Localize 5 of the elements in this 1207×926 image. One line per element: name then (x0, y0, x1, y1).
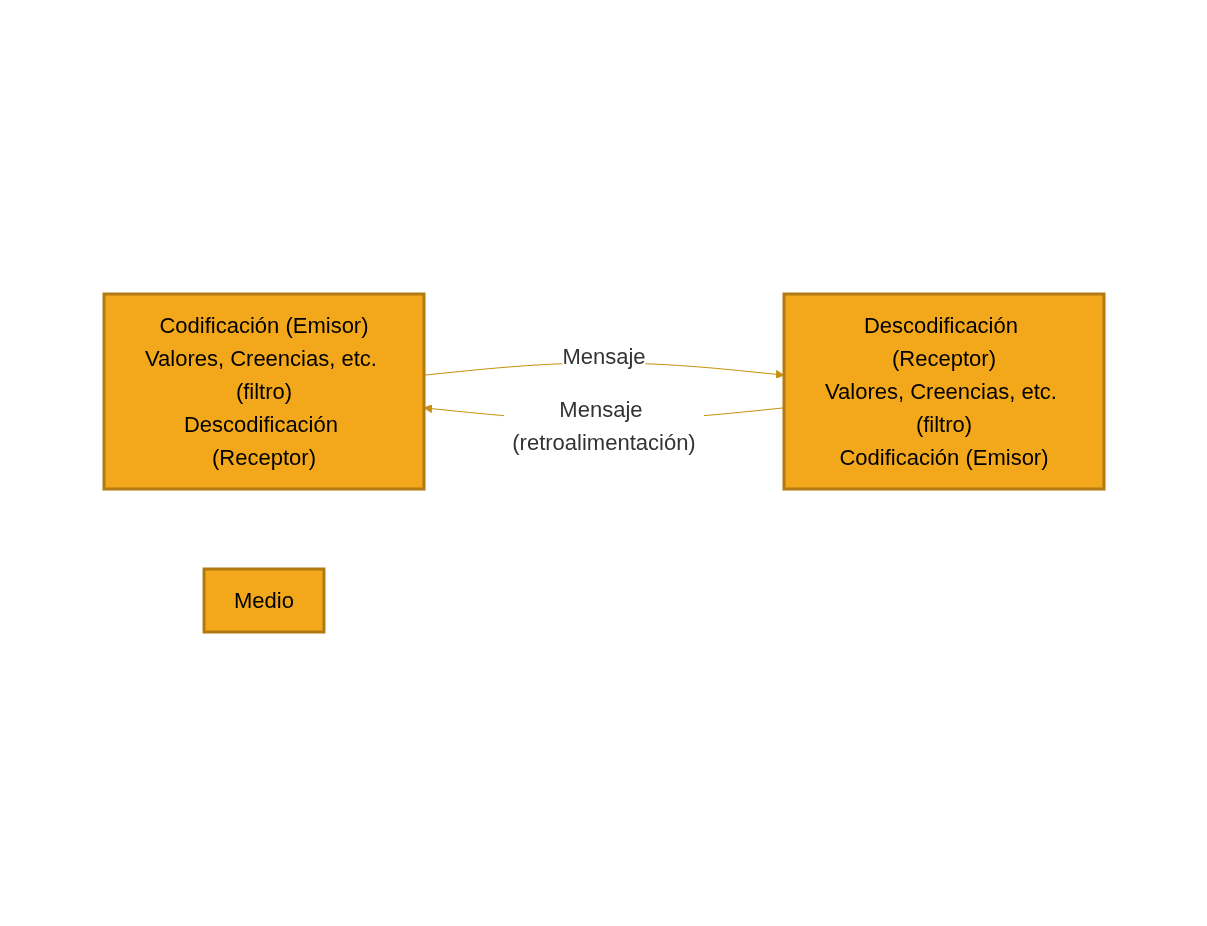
node-box: Codificación (Emisor) Valores, Creencias, etc. (filtro) Descodificación (Receptor) (102, 292, 425, 491)
node-box: Descodificación (Receptor) Valores, Creencias, etc. (filtro) Codificación (Emisor) (782, 292, 1105, 491)
edge-label: Mensaje (561, 344, 646, 370)
edge-label: Mensaje (retroalimentación) (511, 397, 696, 456)
node-box: Medio (202, 567, 325, 634)
